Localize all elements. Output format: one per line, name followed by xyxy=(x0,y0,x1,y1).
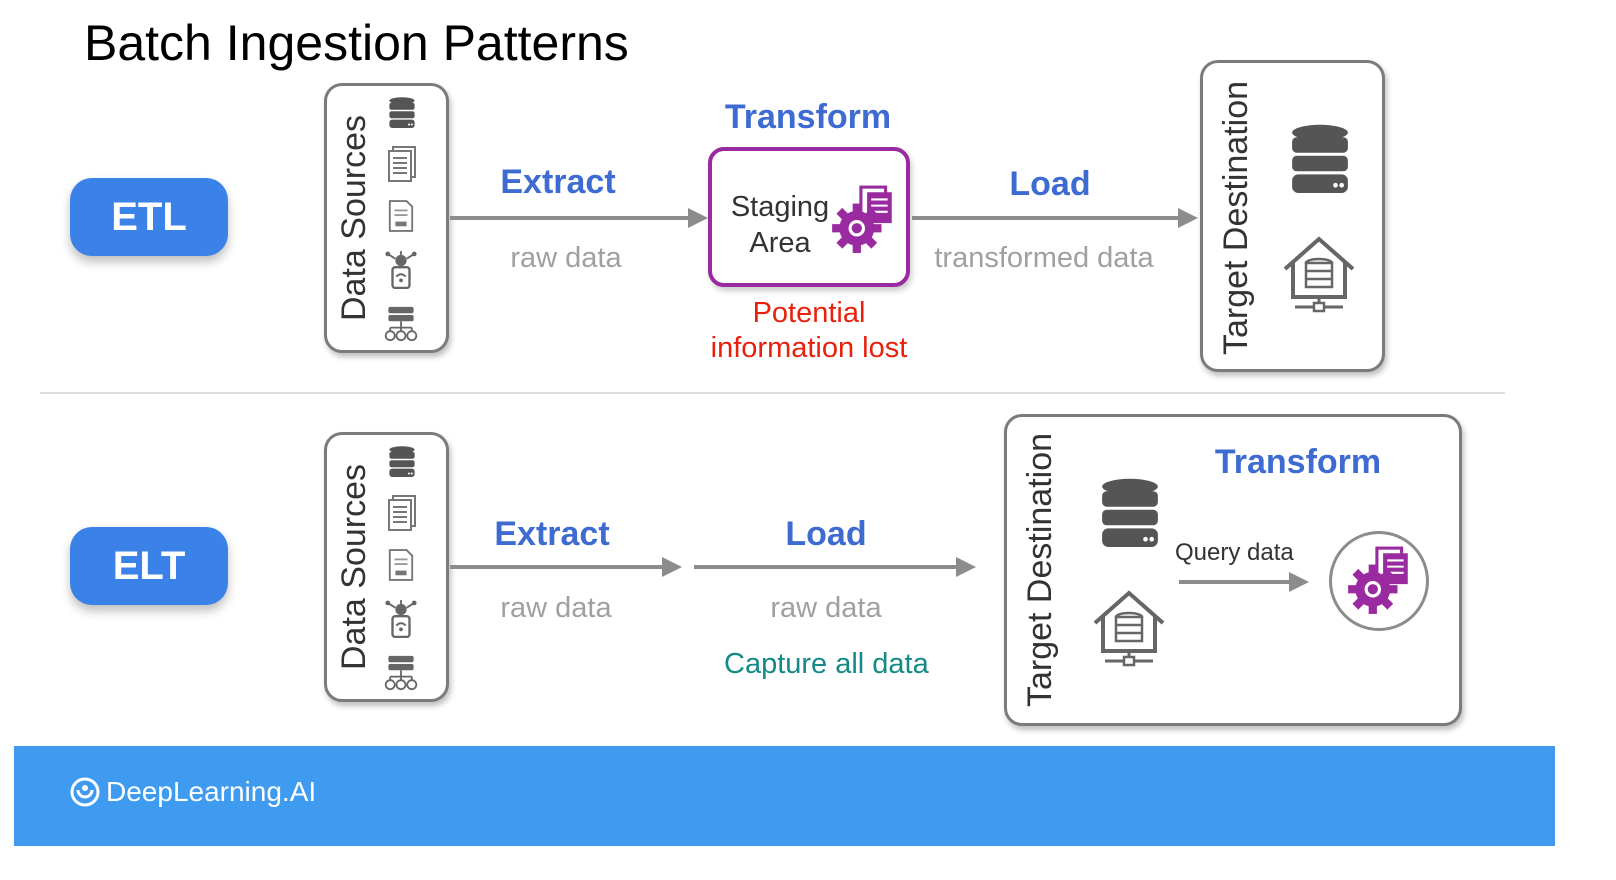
network-server-icon xyxy=(383,306,419,342)
etl-target-destination-box: Target Destination xyxy=(1200,60,1385,372)
gear-docs-icon xyxy=(828,183,900,255)
query-arrow xyxy=(1179,572,1309,592)
database-icon xyxy=(1099,469,1161,563)
etl-load-arrow xyxy=(912,208,1198,228)
section-divider xyxy=(40,392,1505,394)
etl-extract-sub: raw data xyxy=(510,242,622,274)
capture-all-data-note: Capture all data xyxy=(724,648,929,680)
etl-transform-label: Transform xyxy=(724,98,892,136)
database-icon xyxy=(388,445,416,481)
elt-load-arrow xyxy=(694,557,976,577)
warning-line-2: information lost xyxy=(710,332,908,364)
elt-data-sources-label: Data Sources xyxy=(335,464,373,670)
staging-area-box: Staging Area xyxy=(708,147,910,287)
etl-target-destination-label: Target Destination xyxy=(1217,80,1255,356)
gear-docs-icon xyxy=(1344,544,1416,616)
elt-transform-label: Transform xyxy=(1214,443,1382,481)
database-icon xyxy=(1289,115,1351,209)
document-icon xyxy=(387,495,417,531)
etl-data-sources-label: Data Sources xyxy=(335,115,373,321)
transform-engine-circle xyxy=(1329,531,1429,631)
brand-name: DeepLearning.AI xyxy=(106,776,317,807)
document-icon xyxy=(387,146,417,182)
elt-target-destination-box: Target Destination Transform Query data xyxy=(1004,414,1462,726)
api-doc-icon xyxy=(387,198,415,234)
information-lost-warning: Potential information lost xyxy=(690,296,928,366)
iot-device-icon xyxy=(384,600,418,638)
page-title: Batch Ingestion Patterns xyxy=(84,15,629,71)
deeplearning-logo-icon xyxy=(70,777,100,807)
warning-line-1: Potential xyxy=(752,297,866,329)
api-doc-icon xyxy=(387,547,415,583)
elt-data-sources-box: Data Sources xyxy=(324,432,449,702)
database-icon xyxy=(388,96,416,132)
etl-data-sources-box: Data Sources xyxy=(324,83,449,353)
elt-extract-arrow xyxy=(450,557,682,577)
network-server-icon xyxy=(383,655,419,691)
query-data-label: Query data xyxy=(1175,539,1294,566)
elt-load-sub: raw data xyxy=(770,592,882,624)
brand-logo: DeepLearning.AI xyxy=(70,776,316,808)
staging-line-2: Area xyxy=(749,227,811,259)
elt-badge: ELT xyxy=(70,527,228,605)
etl-extract-label: Extract xyxy=(500,163,616,201)
elt-target-destination-label: Target Destination xyxy=(1021,432,1059,708)
etl-badge: ETL xyxy=(70,178,228,256)
staging-line-1: Staging xyxy=(730,191,830,223)
etl-load-label: Load xyxy=(1009,165,1091,203)
house-server-icon xyxy=(1089,585,1169,669)
etl-load-sub: transformed data xyxy=(934,242,1154,274)
elt-extract-label: Extract xyxy=(494,515,610,553)
house-server-icon xyxy=(1279,231,1359,315)
etl-extract-arrow xyxy=(450,208,708,228)
footer-bar xyxy=(14,746,1555,846)
elt-extract-sub: raw data xyxy=(500,592,612,624)
elt-load-label: Load xyxy=(785,515,867,553)
iot-device-icon xyxy=(384,251,418,289)
